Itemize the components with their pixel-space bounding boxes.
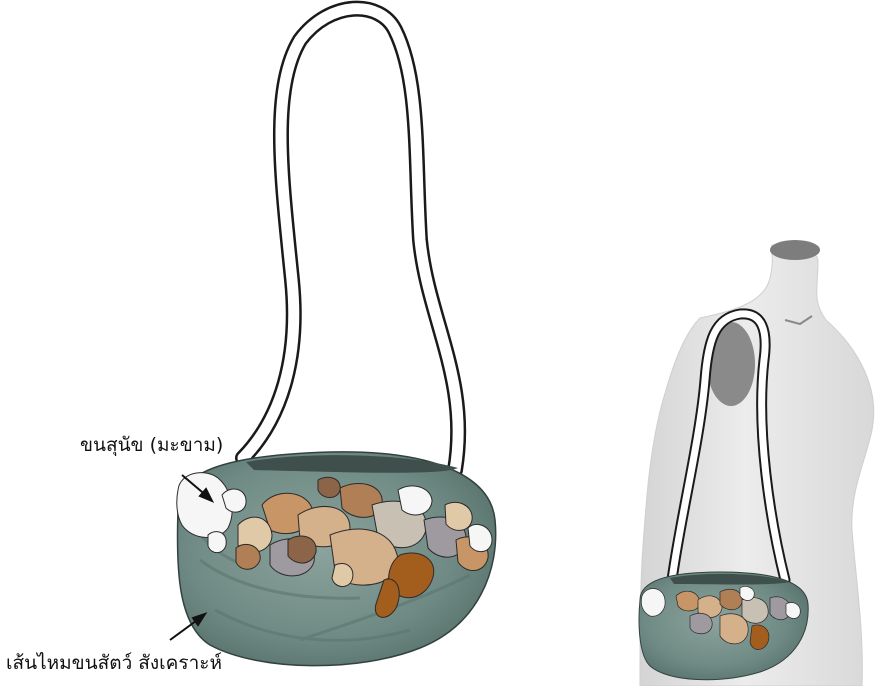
bag-opening [246,455,458,473]
mannequin-preview [639,240,874,686]
dog-hair-label: ขนสุนัข (มะขาม) [80,430,223,460]
main-bag [177,9,496,666]
mannequin-neck [770,240,820,260]
synthetic-wool-label: เส้นไหมขนสัตว์ สังเคราะห์ [6,648,222,678]
